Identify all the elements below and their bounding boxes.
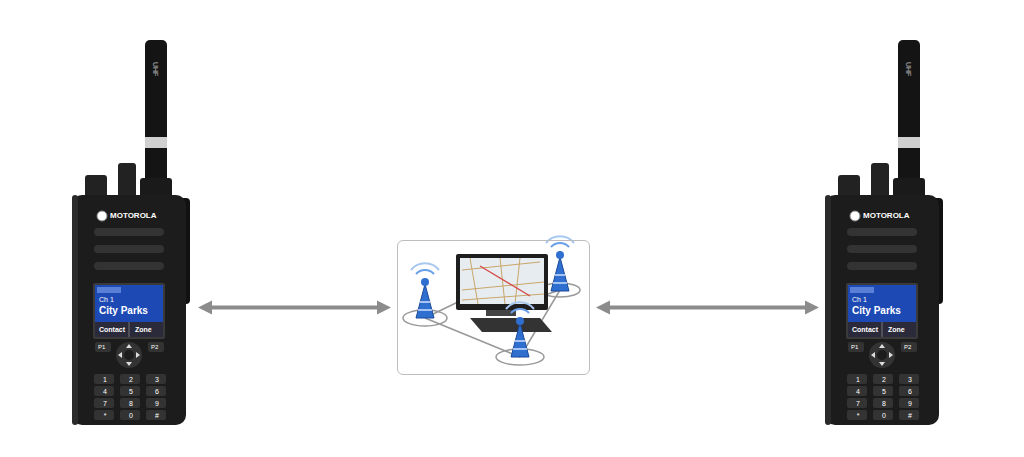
key-label: 7 (851, 400, 865, 407)
key-label: 0 (877, 412, 891, 419)
double-arrow (604, 306, 811, 310)
softkey-label: Zone (888, 326, 905, 333)
band-label: UHF (152, 62, 159, 76)
key-label: P1 (851, 344, 858, 350)
key-label: 3 (150, 376, 164, 383)
key-label: P1 (98, 344, 105, 350)
key-label: # (903, 412, 917, 419)
network-illustration (403, 236, 580, 365)
key-label: 8 (877, 400, 891, 407)
key-label: P2 (151, 344, 158, 350)
softkey-label: Zone (135, 326, 152, 333)
key-label: 0 (124, 412, 138, 419)
key-label: * (851, 412, 865, 419)
brand-logo: MOTOROLA (863, 212, 910, 220)
key-label: 9 (150, 400, 164, 407)
key-label: * (98, 412, 112, 419)
key-label: 2 (124, 376, 138, 383)
channel-label: Ch 1 (852, 296, 867, 303)
key-label: 4 (98, 388, 112, 395)
radio-art (825, 40, 943, 425)
key-label: # (150, 412, 164, 419)
band-label: UHF (905, 62, 912, 76)
radio-art (72, 40, 190, 425)
channel-name: City Parks (99, 306, 148, 316)
key-label: 5 (877, 388, 891, 395)
dispatch-network-box (397, 240, 590, 375)
two-way-radio: UHF MOTOROLA Ch 1 City ParksContact ZoneP1 P2… (72, 40, 192, 428)
two-way-radio: UHF MOTOROLA Ch 1 City ParksContact ZoneP1 P2… (825, 40, 945, 428)
key-label: 6 (150, 388, 164, 395)
key-label: 9 (903, 400, 917, 407)
key-label: 1 (98, 376, 112, 383)
key-label: P2 (904, 344, 911, 350)
softkey-label: Contact (852, 326, 878, 333)
key-label: 2 (877, 376, 891, 383)
key-label: 5 (124, 388, 138, 395)
key-label: 8 (124, 400, 138, 407)
double-arrow (206, 306, 383, 310)
key-label: 3 (903, 376, 917, 383)
channel-label: Ch 1 (99, 296, 114, 303)
key-label: 6 (903, 388, 917, 395)
key-label: 4 (851, 388, 865, 395)
key-label: 7 (98, 400, 112, 407)
key-label: 1 (851, 376, 865, 383)
brand-logo: MOTOROLA (110, 212, 157, 220)
softkey-label: Contact (99, 326, 125, 333)
channel-name: City Parks (852, 306, 901, 316)
